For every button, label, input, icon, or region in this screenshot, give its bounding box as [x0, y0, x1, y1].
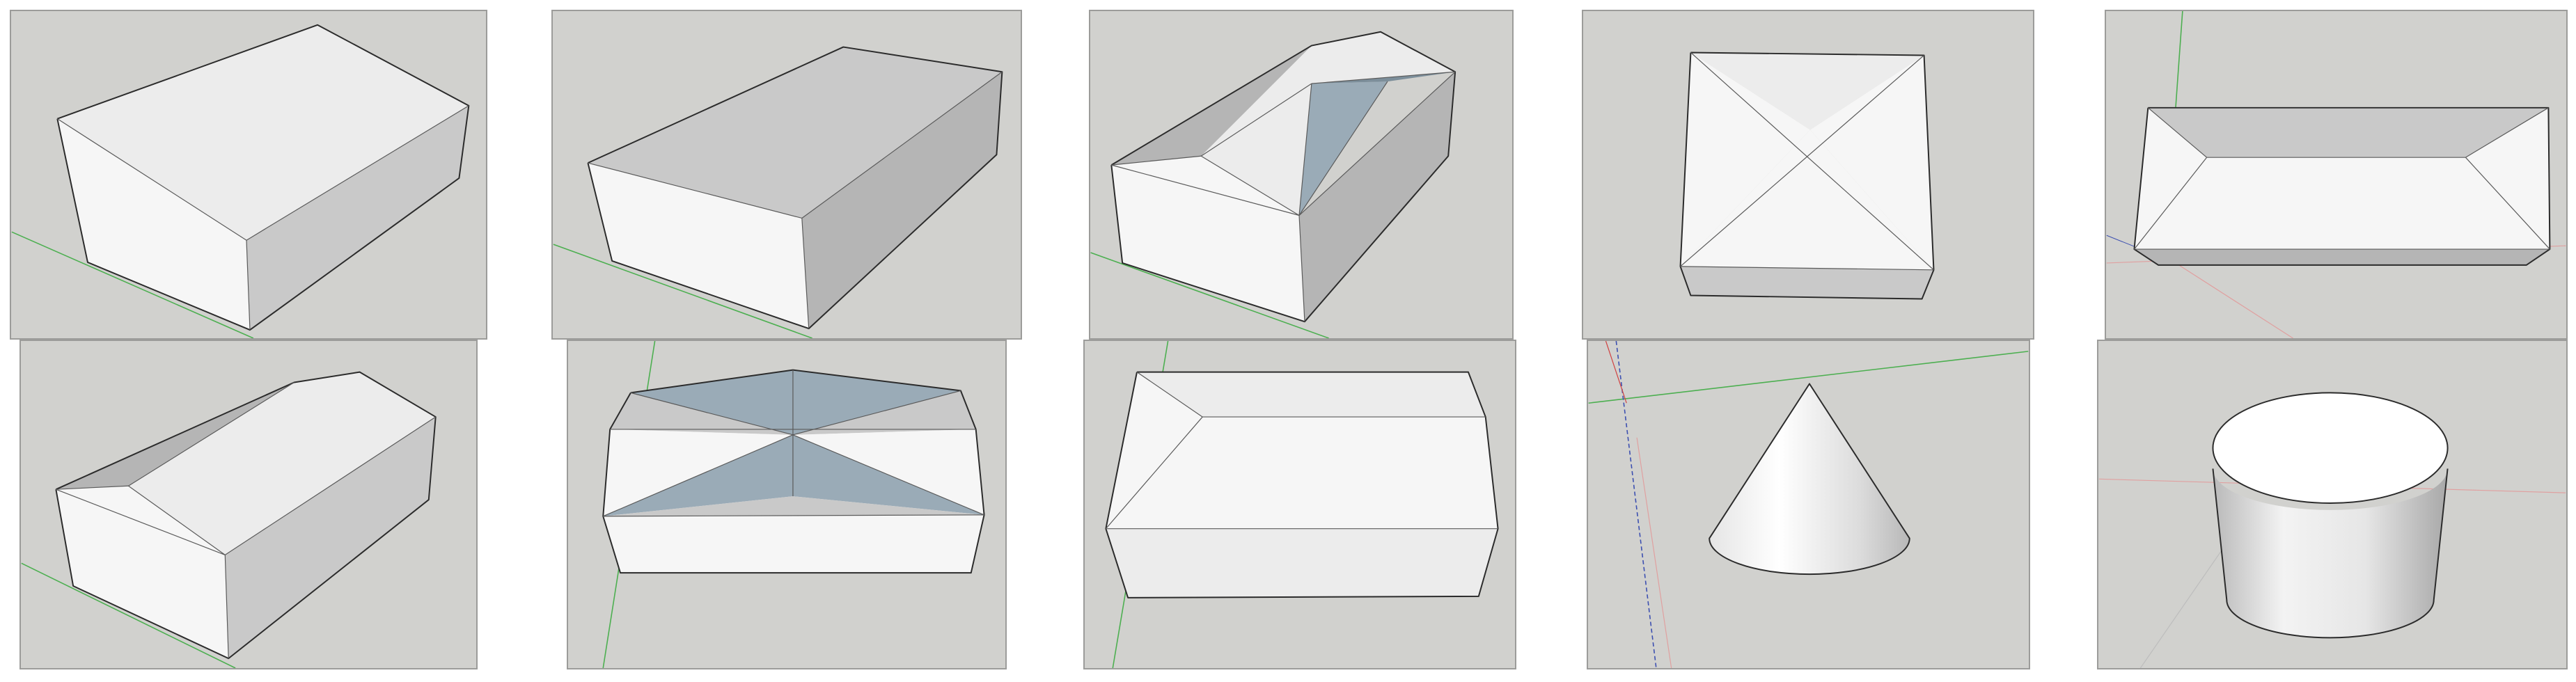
sloped-roof-model [1090, 31, 1456, 338]
hip-roof-front-model [1105, 341, 1499, 668]
viewport-double-hip[interactable] [567, 340, 1007, 669]
viewport-cone[interactable] [1587, 340, 2030, 669]
viewport-gable-box[interactable] [19, 340, 478, 669]
tray-model [2106, 11, 2566, 338]
box-model-2 [553, 46, 1003, 338]
viewport-tray[interactable] [2105, 10, 2568, 340]
hip-roof-top-model [1679, 51, 1935, 300]
viewport-box-1[interactable] [10, 10, 487, 340]
cone-model [1588, 341, 2029, 668]
box-model-1 [11, 24, 470, 338]
viewport-cylinder[interactable] [2097, 340, 2568, 669]
cylinder-model [2098, 392, 2566, 668]
viewport-box-2[interactable] [551, 10, 1022, 340]
double-hip-model [602, 341, 985, 668]
viewport-hip-roof-top[interactable] [1582, 10, 2034, 340]
viewport-hip-roof-front[interactable] [1083, 340, 1516, 669]
viewport-sloped-roof[interactable] [1089, 10, 1514, 340]
gable-box-model [21, 371, 437, 668]
